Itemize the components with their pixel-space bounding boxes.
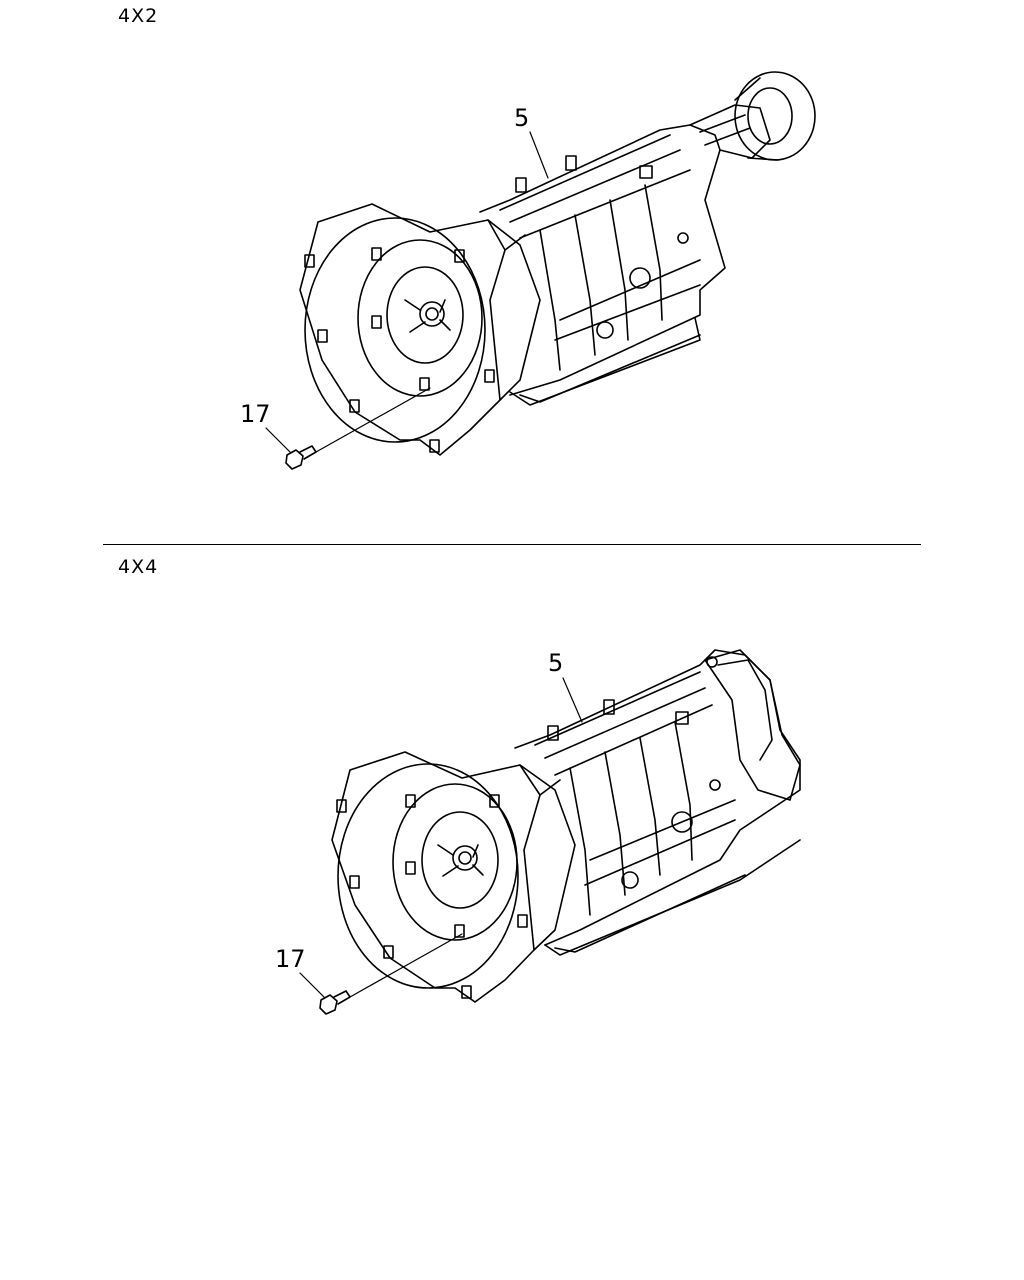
callout-transmission-4x2: 5 — [514, 104, 529, 132]
leader-line-bolt-4x4 — [299, 972, 325, 998]
leader-line-bolt-4x2 — [265, 427, 291, 453]
leader-line-transmission-4x2 — [529, 131, 549, 179]
section-label-4x2: 4X2 — [118, 5, 159, 27]
bolt-4x2 — [285, 387, 431, 470]
leader-line-transmission-4x4 — [562, 677, 583, 723]
bolt-4x4 — [319, 933, 463, 1015]
section-label-4x4: 4X4 — [118, 556, 159, 578]
section-divider — [103, 544, 921, 545]
callout-transmission-4x4: 5 — [548, 649, 563, 677]
transmission-4x2 — [299, 71, 816, 456]
transmission-4x4 — [331, 649, 801, 1003]
callout-bolt-4x4: 17 — [275, 945, 306, 973]
callout-bolt-4x2: 17 — [240, 400, 271, 428]
